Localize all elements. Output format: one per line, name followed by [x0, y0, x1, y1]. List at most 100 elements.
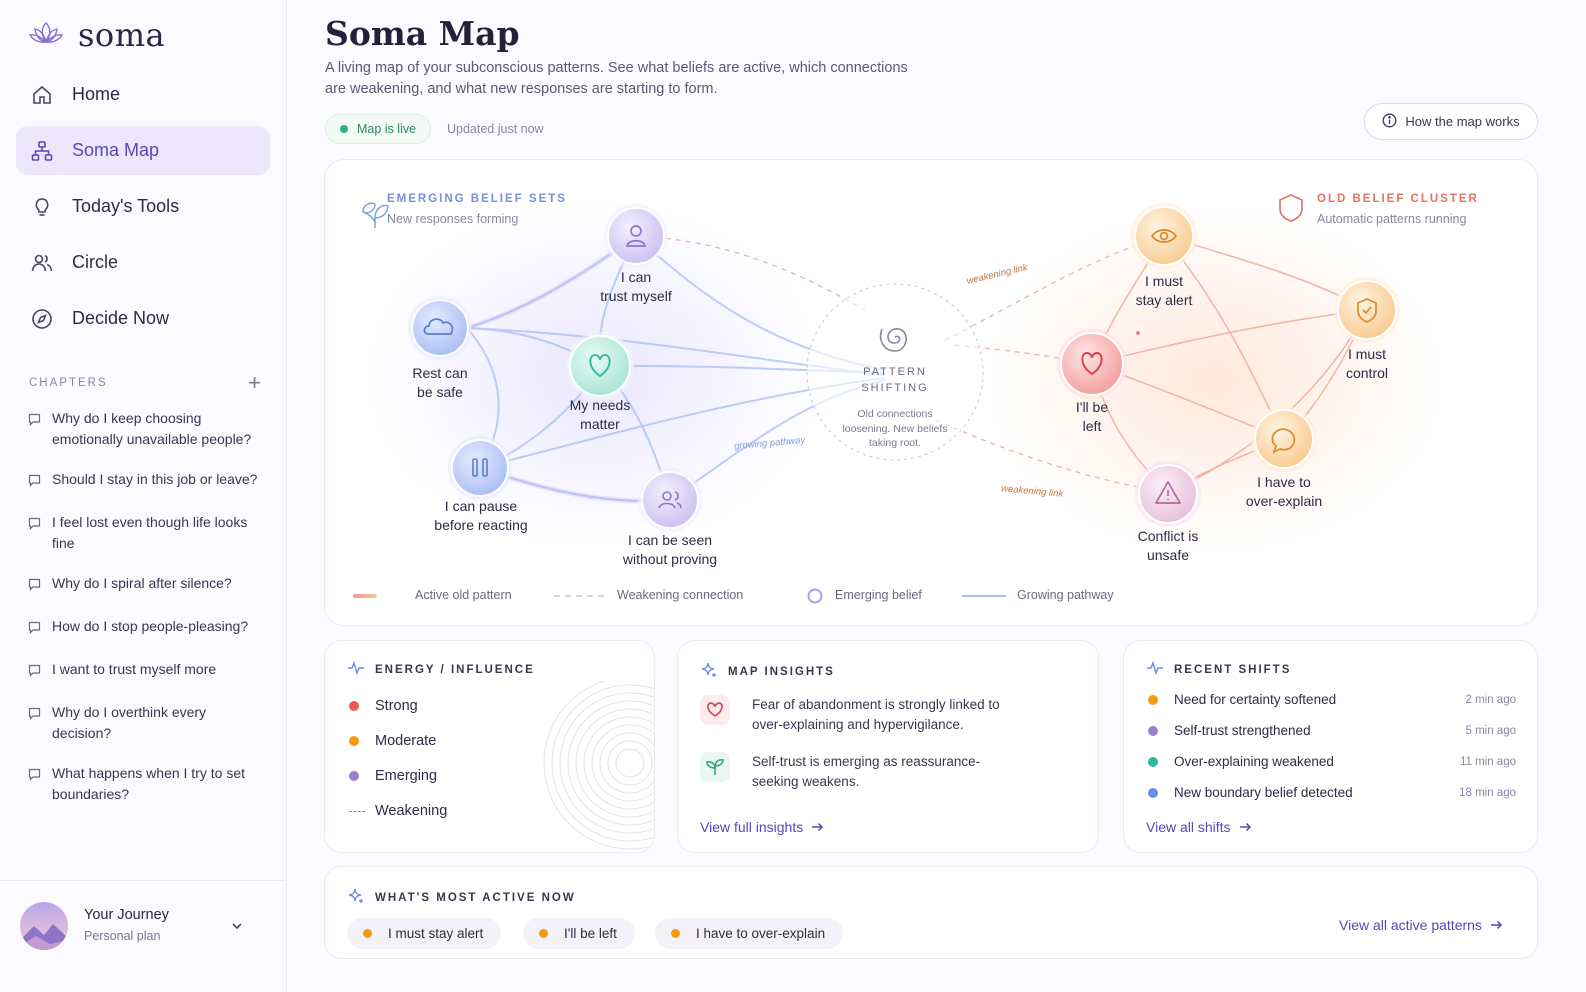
link-label: View all shifts — [1146, 819, 1231, 835]
chapter-item[interactable]: Why do I overthink every decision? — [28, 702, 268, 744]
nav-item-decide-now[interactable]: Decide Now — [16, 294, 270, 343]
main-nav: Home Soma Map Today's Tools Circle Decid… — [16, 70, 270, 350]
chapter-item[interactable]: How do I stop people-pleasing? — [28, 616, 268, 640]
people-icon — [30, 251, 54, 275]
energy-legend-moderate: Moderate — [349, 733, 436, 749]
node-conflict-circle[interactable] — [1135, 461, 1201, 527]
shield-check-icon — [1357, 298, 1377, 323]
shift-time: 2 min ago — [1465, 693, 1516, 706]
node-label-pause[interactable]: I can pause before reacting — [434, 498, 528, 533]
cloud-icon — [423, 318, 454, 335]
sidebar: soma Home Soma Map Today's Tools Circle — [0, 0, 287, 992]
heart-icon — [589, 354, 611, 378]
nav-item-home[interactable]: Home — [16, 70, 270, 119]
soma-map-panel: EMERGING BELIEF SETS New responses formi… — [324, 159, 1538, 626]
node-alert-circle[interactable] — [1131, 203, 1197, 269]
arrow-right-icon — [1490, 917, 1503, 933]
node-label-control[interactable]: I must control — [1345, 346, 1389, 381]
energy-label: Weakening — [375, 803, 448, 819]
insight-text: Fear of abandonment is strongly linked t… — [752, 697, 1000, 732]
chapter-item[interactable]: Why do I spiral after silence? — [28, 573, 268, 597]
node-label-alert[interactable]: I must stay alert — [1135, 273, 1193, 308]
chapters-label: CHAPTERS — [29, 377, 108, 389]
node-label-conflict[interactable]: Conflict is unsafe — [1137, 528, 1199, 563]
chip-label: I'll be left — [564, 926, 617, 941]
chapter-item[interactable]: What happens when I try to set boundarie… — [28, 763, 268, 805]
spiral-icon — [879, 328, 907, 352]
energy-legend-weakening: Weakening — [349, 803, 447, 819]
journey-switcher[interactable]: Your Journey Personal plan — [0, 880, 286, 992]
chapter-item[interactable]: Should I stay in this job or leave? — [28, 469, 268, 493]
node-label-rest[interactable]: Rest can be safe — [412, 365, 468, 400]
view-all-shifts-link[interactable]: View all shifts — [1146, 819, 1252, 835]
node-label-explain[interactable]: I have to over-explain — [1245, 474, 1323, 509]
energy-influence-card: ENERGY / INFLUENCE Strong Moderate Emerg… — [324, 640, 655, 853]
chapters-header: CHAPTERS + — [29, 372, 261, 394]
chat-bubble-icon — [28, 411, 42, 432]
node-needs-circle[interactable] — [566, 332, 634, 400]
active-pattern-chip[interactable]: I'll be left — [523, 918, 635, 949]
chat-bubble-icon — [28, 515, 42, 536]
link-label: View full insights — [700, 819, 804, 835]
active-card-title: WHAT'S MOST ACTIVE NOW — [347, 887, 576, 908]
add-chapter-button[interactable]: + — [248, 370, 261, 395]
brand[interactable]: soma — [28, 16, 165, 54]
node-label-seen[interactable]: I can be seen without proving — [622, 532, 718, 567]
lotus-icon — [28, 20, 64, 51]
energy-label: Strong — [375, 698, 418, 714]
chapter-title: Why do I overthink every decision? — [52, 704, 207, 741]
lightbulb-icon — [30, 195, 54, 219]
legend-weakening: Weakening connection — [617, 588, 744, 602]
sprout-icon — [362, 202, 389, 228]
nav-item-todays-tools[interactable]: Today's Tools — [16, 182, 270, 231]
pulse-icon — [347, 660, 365, 678]
people-icon — [658, 491, 682, 509]
heart-icon — [1081, 352, 1103, 376]
page-title: Soma Map — [325, 14, 520, 53]
how-map-works-button[interactable]: How the map works — [1364, 103, 1538, 140]
active-pattern-chip[interactable]: I have to over-explain — [655, 918, 844, 949]
shifts-title-text: RECENT SHIFTS — [1174, 663, 1292, 676]
view-full-insights-link[interactable]: View full insights — [700, 819, 824, 835]
eye-icon — [1150, 229, 1178, 243]
chevron-down-icon[interactable] — [230, 919, 244, 938]
node-pause-circle[interactable] — [448, 436, 512, 500]
node-seen-circle[interactable] — [638, 468, 702, 532]
node-control-circle[interactable] — [1334, 277, 1400, 343]
arrow-right-icon — [1239, 819, 1252, 835]
node-rest-circle[interactable] — [408, 296, 472, 360]
view-all-active-patterns-link[interactable]: View all active patterns — [1339, 917, 1503, 933]
active-pattern-chip[interactable]: I must stay alert — [347, 918, 502, 949]
chat-bubble-icon — [28, 662, 42, 683]
chapter-item[interactable]: I want to trust myself more — [28, 659, 268, 683]
chapter-title: Why do I spiral after silence? — [52, 575, 232, 591]
chapter-title: Should I stay in this job or leave? — [52, 471, 258, 487]
nav-item-soma-map[interactable]: Soma Map — [16, 126, 270, 175]
shift-label: Need for certainty softened — [1174, 692, 1337, 707]
how-button-label: How the map works — [1405, 114, 1520, 129]
node-left-circle[interactable] — [1057, 329, 1127, 399]
brand-name: soma — [78, 16, 166, 54]
shift-time: 18 min ago — [1459, 786, 1516, 799]
node-label-needs[interactable]: My needs matter — [569, 397, 631, 432]
energy-title-text: ENERGY / INFLUENCE — [375, 663, 535, 676]
ripple-decoration — [543, 681, 654, 850]
nav-label: Decide Now — [72, 308, 170, 328]
chapter-title: I want to trust myself more — [52, 661, 217, 677]
node-label-left[interactable]: I'll be left — [1075, 399, 1109, 434]
emerging-cluster-title: EMERGING BELIEF SETS — [387, 193, 567, 205]
chapter-item[interactable]: I feel lost even though life looks fine — [28, 512, 268, 554]
emerging-cluster-subtitle: New responses forming — [387, 212, 519, 226]
page-subtitle: A living map of your subconscious patter… — [325, 60, 908, 97]
compass-icon — [30, 307, 54, 331]
sparkle-icon — [700, 661, 718, 682]
node-explain-circle[interactable] — [1251, 406, 1317, 472]
node-trust-circle[interactable] — [604, 204, 668, 268]
nav-item-circle[interactable]: Circle — [16, 238, 270, 287]
shift-item[interactable]: Need for certainty softened 2 min ago — [1148, 692, 1516, 707]
node-label-trust[interactable]: I can trust myself — [600, 269, 672, 304]
chapter-item[interactable]: Why do I keep choosing emotionally unava… — [28, 408, 268, 450]
